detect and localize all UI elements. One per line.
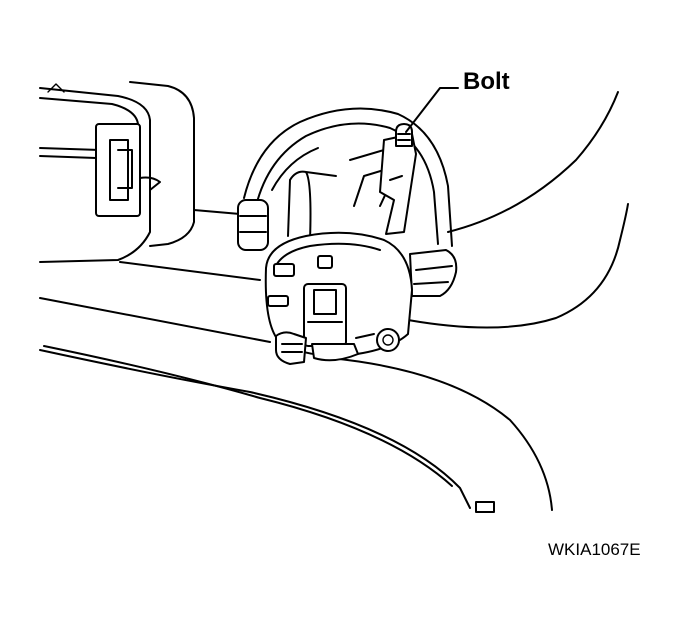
headlamp-housing: [39, 81, 195, 263]
bolt-callout-label: Bolt: [463, 68, 510, 95]
fog-lamp-assembly: [237, 107, 458, 365]
bumper-surface: [39, 91, 629, 513]
bolt-leader-line: [405, 87, 459, 133]
figure-code: WKIA1067E: [548, 540, 641, 559]
